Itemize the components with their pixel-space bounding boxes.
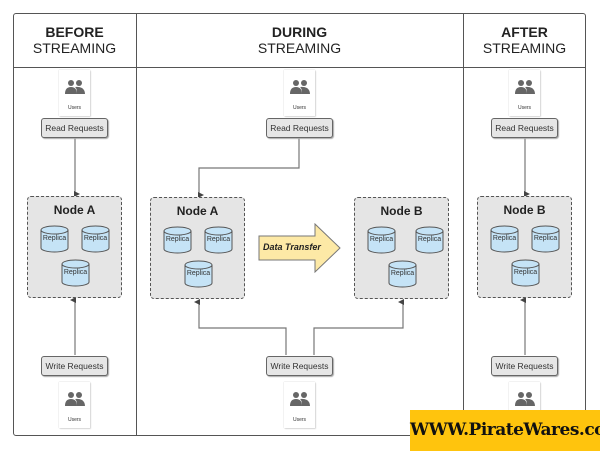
users-card: Users <box>284 70 315 116</box>
write-connector-during-node-a <box>194 299 287 355</box>
database-icon <box>204 226 233 254</box>
header-divider <box>13 67 586 68</box>
replica-label: Replica <box>390 270 415 277</box>
node-title: Node A <box>53 203 96 217</box>
users-label: Users <box>292 105 307 111</box>
node-title: Node B <box>503 203 546 217</box>
users-icon <box>64 80 85 94</box>
replica-label: Replica <box>206 236 231 243</box>
node-before: Node A Replica Replica Replica <box>27 196 122 298</box>
read-connector-during <box>198 138 300 198</box>
replica-label: Replica <box>492 235 517 242</box>
replica: Replica <box>531 225 560 253</box>
column-header-bold: AFTER <box>501 24 548 40</box>
users-card: Users <box>59 70 90 116</box>
node-title: Node A <box>176 204 219 218</box>
read-requests-box: Read Requests <box>266 118 333 138</box>
users-label: Users <box>517 105 532 111</box>
database-icon <box>367 226 396 254</box>
users-icon <box>289 80 310 94</box>
data-transfer-label: Data Transfer <box>263 242 321 252</box>
node-after: Node B Replica Replica Replica <box>477 196 572 298</box>
write-requests-box: Write Requests <box>491 356 558 376</box>
database-icon <box>490 225 519 253</box>
users-icon <box>514 80 535 94</box>
column-header-light: STREAMING <box>257 40 342 56</box>
users-label: Users <box>67 417 82 423</box>
read-requests-box: Read Requests <box>491 118 558 138</box>
database-icon <box>40 225 69 253</box>
column-header-after: AFTER STREAMING <box>463 24 586 56</box>
node-during-target: Node B Replica Replica Replica <box>354 197 449 299</box>
users-card: Users <box>284 382 315 428</box>
replica-label: Replica <box>165 236 190 243</box>
column-header-light: STREAMING <box>482 40 567 56</box>
column-header-bold: DURING <box>271 24 328 40</box>
diagram-frame <box>13 13 586 436</box>
database-icon <box>163 226 192 254</box>
replica: Replica <box>61 259 90 287</box>
column-divider <box>136 13 137 436</box>
database-icon <box>415 226 444 254</box>
node-during-source: Node A Replica Replica Replica <box>150 197 245 299</box>
replica-label: Replica <box>63 269 88 276</box>
column-header-bold: BEFORE <box>45 24 104 40</box>
database-icon <box>184 260 213 288</box>
data-transfer-arrow: Data Transfer <box>258 223 342 273</box>
users-card: Users <box>59 382 90 428</box>
database-icon <box>531 225 560 253</box>
column-header-light: STREAMING <box>32 40 117 56</box>
users-label: Users <box>292 417 307 423</box>
replica: Replica <box>204 226 233 254</box>
column-header-during: DURING STREAMING <box>136 24 463 56</box>
replica: Replica <box>367 226 396 254</box>
replica-label: Replica <box>186 270 211 277</box>
write-connector-during-node-b <box>313 299 404 355</box>
replica-label: Replica <box>83 235 108 242</box>
arrow-right-icon <box>258 223 341 273</box>
users-label: Users <box>67 105 82 111</box>
watermark-banner: WWW.PirateWares.com <box>410 410 600 451</box>
replica: Replica <box>388 260 417 288</box>
database-icon <box>388 260 417 288</box>
replica: Replica <box>184 260 213 288</box>
database-icon <box>61 259 90 287</box>
read-requests-box: Read Requests <box>41 118 108 138</box>
replica: Replica <box>163 226 192 254</box>
replica: Replica <box>40 225 69 253</box>
users-card: Users <box>509 70 540 116</box>
replica-label: Replica <box>42 235 67 242</box>
column-header-before: BEFORE STREAMING <box>13 24 136 56</box>
write-requests-box: Write Requests <box>41 356 108 376</box>
write-requests-box: Write Requests <box>266 356 333 376</box>
replica-label: Replica <box>513 269 538 276</box>
replica-label: Replica <box>369 236 394 243</box>
users-icon <box>514 392 535 406</box>
column-divider <box>463 13 464 436</box>
database-icon <box>511 259 540 287</box>
node-title: Node B <box>380 204 423 218</box>
users-icon <box>289 392 310 406</box>
replica-label: Replica <box>417 236 442 243</box>
replica: Replica <box>511 259 540 287</box>
users-icon <box>64 392 85 406</box>
replica-label: Replica <box>533 235 558 242</box>
replica: Replica <box>81 225 110 253</box>
replica: Replica <box>415 226 444 254</box>
database-icon <box>81 225 110 253</box>
replica: Replica <box>490 225 519 253</box>
